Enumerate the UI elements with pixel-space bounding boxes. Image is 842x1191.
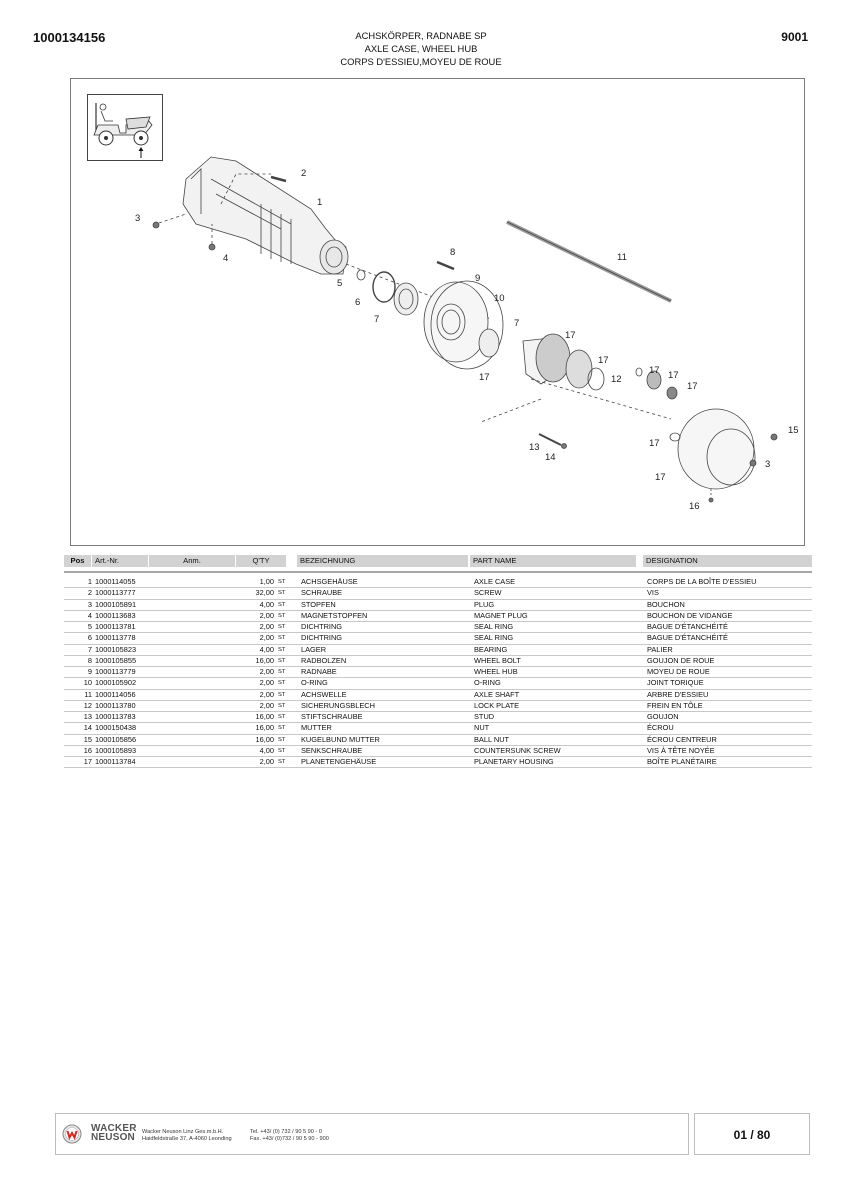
svg-text:9: 9 xyxy=(475,273,480,284)
document-number: 1000134156 xyxy=(33,30,106,45)
title-german: ACHSKÖRPER, RADNABE SP xyxy=(355,30,487,41)
header-designation: DESIGNATION xyxy=(643,555,812,567)
svg-text:17: 17 xyxy=(687,381,698,392)
header-part-name: PART NAME xyxy=(470,555,636,567)
svg-text:11: 11 xyxy=(617,252,627,263)
svg-text:17: 17 xyxy=(649,365,660,376)
brand-name: WACKER NEUSON xyxy=(91,1123,137,1143)
svg-text:17: 17 xyxy=(479,372,490,383)
svg-text:17: 17 xyxy=(598,355,609,366)
svg-text:4: 4 xyxy=(223,253,228,264)
exploded-drawing: 2 1 3 4 5 6 7 8 9 10 11 7 17 17 17 12 17… xyxy=(70,78,805,546)
header-anm: Anm. xyxy=(149,555,235,567)
header-art-nr: Art.-Nr. xyxy=(92,555,148,567)
page-title: ACHSKÖRPER, RADNABE SP AXLE CASE, WHEEL … xyxy=(0,29,842,68)
header-qty: Q'TY xyxy=(236,555,286,567)
svg-text:17: 17 xyxy=(565,330,576,341)
svg-text:17: 17 xyxy=(649,438,660,449)
svg-text:3: 3 xyxy=(765,459,770,470)
title-french: CORPS D'ESSIEU,MOYEU DE ROUE xyxy=(340,56,502,67)
svg-text:7: 7 xyxy=(374,314,379,325)
svg-text:14: 14 xyxy=(545,452,556,463)
svg-text:17: 17 xyxy=(655,472,666,483)
svg-text:13: 13 xyxy=(529,442,540,453)
svg-text:17: 17 xyxy=(668,370,679,381)
svg-text:16: 16 xyxy=(689,501,700,512)
svg-text:8: 8 xyxy=(450,247,455,258)
dumper-icon xyxy=(93,103,153,158)
svg-text:10: 10 xyxy=(494,293,505,304)
axle-parts-drawing: 2 1 3 4 5 6 7 8 9 10 11 7 17 17 17 12 17… xyxy=(135,156,799,512)
parts-table-header: Pos Art.-Nr. Anm. Q'TY BEZEICHNUNG PART … xyxy=(64,555,812,567)
svg-text:2: 2 xyxy=(301,168,306,179)
wacker-neuson-logo-icon xyxy=(62,1124,82,1144)
company-address: Wacker Neuson Linz Ges.m.b.H. Haidfeldst… xyxy=(142,1129,232,1142)
svg-text:1: 1 xyxy=(317,197,322,208)
svg-text:3: 3 xyxy=(135,213,140,224)
svg-text:12: 12 xyxy=(611,374,622,385)
section-number: 9001 xyxy=(781,30,808,44)
page-number: 01 / 80 xyxy=(694,1113,810,1155)
svg-text:15: 15 xyxy=(788,425,799,436)
machine-thumbnail xyxy=(87,94,163,161)
header-bezeichnung: BEZEICHNUNG xyxy=(297,555,468,567)
svg-text:6: 6 xyxy=(355,297,360,308)
company-contact: Tel. +43/ (0) 732 / 90 5 90 - 0 Fax. +43… xyxy=(250,1129,329,1142)
svg-text:5: 5 xyxy=(337,278,342,289)
header-pos: Pos xyxy=(64,555,91,567)
header-divider xyxy=(64,571,812,573)
title-english: AXLE CASE, WHEEL HUB xyxy=(364,43,478,54)
svg-text:7: 7 xyxy=(514,318,519,329)
footer-company-block: WACKER NEUSON Wacker Neuson Linz Ges.m.b… xyxy=(55,1113,689,1155)
